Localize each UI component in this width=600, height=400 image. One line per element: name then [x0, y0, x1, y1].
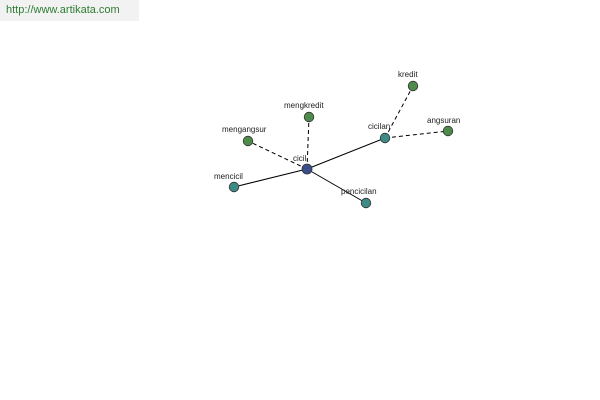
- label-cicil[interactable]: cicil: [293, 154, 307, 163]
- node-pencicilan[interactable]: [360, 197, 372, 209]
- node-kredit[interactable]: [407, 80, 419, 92]
- node-mengkredit[interactable]: [303, 111, 315, 123]
- label-cicilan[interactable]: cicilan: [368, 122, 390, 131]
- source-bar: http://www.artikata.com: [0, 0, 139, 21]
- label-mengangsur[interactable]: mengangsur: [222, 125, 267, 134]
- label-pencicilan[interactable]: pencicilan: [341, 187, 377, 196]
- label-angsuran[interactable]: angsuran: [427, 116, 460, 125]
- label-kredit[interactable]: kredit: [398, 70, 418, 79]
- label-mengkredit[interactable]: mengkredit: [284, 101, 324, 110]
- edge-cicil-pencicilan: [306, 168, 367, 204]
- edge-cicilan-kredit: [384, 85, 414, 139]
- label-mencicil[interactable]: mencicil: [214, 172, 243, 181]
- edges-layer: [233, 85, 449, 204]
- edge-cicil-mencicil: [233, 168, 308, 188]
- edge-cicilan-angsuran: [384, 130, 449, 139]
- edge-cicil-cicilan: [306, 137, 386, 170]
- node-mengangsur[interactable]: [242, 135, 254, 147]
- node-mencicil[interactable]: [228, 181, 240, 193]
- edge-cicil-mengkredit: [306, 116, 310, 170]
- edge-cicil-mengangsur: [247, 140, 308, 170]
- node-cicil[interactable]: [301, 163, 313, 175]
- node-angsuran[interactable]: [442, 125, 454, 137]
- node-cicilan[interactable]: [379, 132, 391, 144]
- source-link[interactable]: http://www.artikata.com: [6, 4, 120, 16]
- labels-layer: cicil mencicil pencicilan cicilan mengkredit…: [214, 70, 460, 196]
- nodes-layer: [228, 80, 454, 209]
